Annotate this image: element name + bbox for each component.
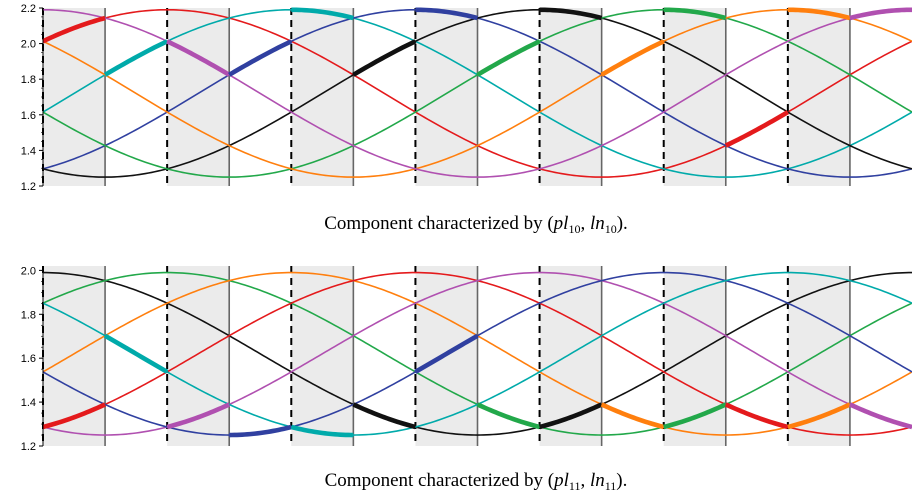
- highlight-segment-2: [166, 402, 231, 430]
- chart-panel-bottom: 1.2 1.4 1.6 1.8 2.0 Component characterized …: [21, 265, 912, 493]
- shaded-bands: [43, 8, 850, 186]
- caption-prefix: Component characterized by (: [324, 213, 553, 234]
- highlight-segment-0: [42, 402, 107, 430]
- y-tick-label-5: 2.2: [21, 3, 36, 15]
- highlight-segment-1: [103, 333, 169, 374]
- highlight-segment-7: [476, 39, 541, 77]
- y-tick-label-4: 2.0: [21, 265, 36, 277]
- highlight-segments: [42, 7, 912, 148]
- caption-mid: ,: [580, 470, 590, 491]
- highlight-segment-4: [290, 424, 354, 438]
- shaded-band-5: [663, 8, 726, 186]
- caption-sub-2: 10: [605, 222, 617, 236]
- y-tick-label-2: 1.6: [21, 353, 36, 365]
- caption-prefix: Component characterized by (: [325, 470, 554, 491]
- y-tick-label-1: 1.4: [21, 145, 36, 157]
- caption-sub-1: 10: [568, 222, 580, 236]
- highlight-segment-1: [103, 39, 169, 77]
- y-tick-label-4: 2.0: [21, 39, 36, 51]
- highlight-segment-6: [415, 7, 479, 21]
- caption-mid: ,: [580, 213, 590, 234]
- highlight-segment-0: [42, 15, 106, 44]
- highlight-segment-13: [848, 402, 912, 430]
- caption-suffix: ).: [616, 470, 627, 491]
- highlight-segment-3: [229, 424, 292, 438]
- shaded-band-2: [291, 266, 354, 446]
- y-axis: 1.2 1.4 1.6 1.8 2.0: [21, 265, 44, 453]
- y-tick-label-2: 1.6: [21, 110, 36, 122]
- series-5-curve: [42, 8, 912, 178]
- series-0-curve: [42, 271, 912, 436]
- y-axis: 1.2 1.4 1.6 1.8 2.0 2.2: [21, 3, 44, 193]
- highlight-segment-13: [849, 7, 912, 21]
- highlight-segment-10: [663, 402, 727, 430]
- shaded-band-2: [291, 8, 354, 186]
- y-tick-label-3: 1.8: [21, 309, 36, 321]
- highlight-segment-12: [787, 402, 851, 430]
- highlight-segment-9: [600, 402, 665, 430]
- caption-var-1: pl: [552, 470, 569, 491]
- y-tick-label-0: 1.2: [21, 181, 36, 193]
- shaded-band-6: [787, 8, 850, 186]
- caption-var-2: ln: [590, 213, 605, 234]
- highlight-segment-12: [787, 7, 851, 21]
- caption-var-2: ln: [590, 470, 605, 491]
- highlight-segment-8: [538, 402, 603, 430]
- caption-sub-1: 11: [569, 479, 581, 493]
- highlight-segments: [42, 333, 912, 438]
- highlight-segment-6: [414, 333, 479, 374]
- highlight-segment-9: [600, 39, 665, 77]
- shaded-band-3: [415, 8, 478, 186]
- chart-panel-top: 1.2 1.4 1.6 1.8 2.0 2.2 Component characteriz…: [21, 3, 912, 236]
- caption-var-1: pl: [552, 213, 569, 234]
- caption-bottom: Component characterized by (pl11, ln11).: [325, 470, 628, 493]
- highlight-segment-4: [291, 7, 354, 21]
- shaded-band-4: [539, 8, 602, 186]
- caption-sub-2: 11: [605, 479, 617, 493]
- highlight-segment-7: [476, 402, 541, 430]
- highlight-segment-2: [166, 39, 231, 77]
- highlight-segment-11: [724, 402, 789, 430]
- caption-top: Component characterized by (pl10, ln10).: [324, 213, 628, 236]
- shaded-band-1: [167, 8, 230, 186]
- y-tick-label-1: 1.4: [21, 397, 36, 409]
- highlight-segment-8: [539, 7, 603, 21]
- highlight-segment-10: [663, 7, 727, 21]
- y-tick-label-3: 1.8: [21, 74, 36, 86]
- caption-suffix: ).: [617, 213, 628, 234]
- highlight-segment-5: [352, 402, 417, 430]
- highlight-segment-11: [724, 110, 790, 148]
- shaded-bands: [43, 266, 850, 446]
- highlight-segment-5: [352, 39, 417, 77]
- y-tick-label-0: 1.2: [21, 441, 36, 453]
- highlight-segment-3: [228, 39, 293, 77]
